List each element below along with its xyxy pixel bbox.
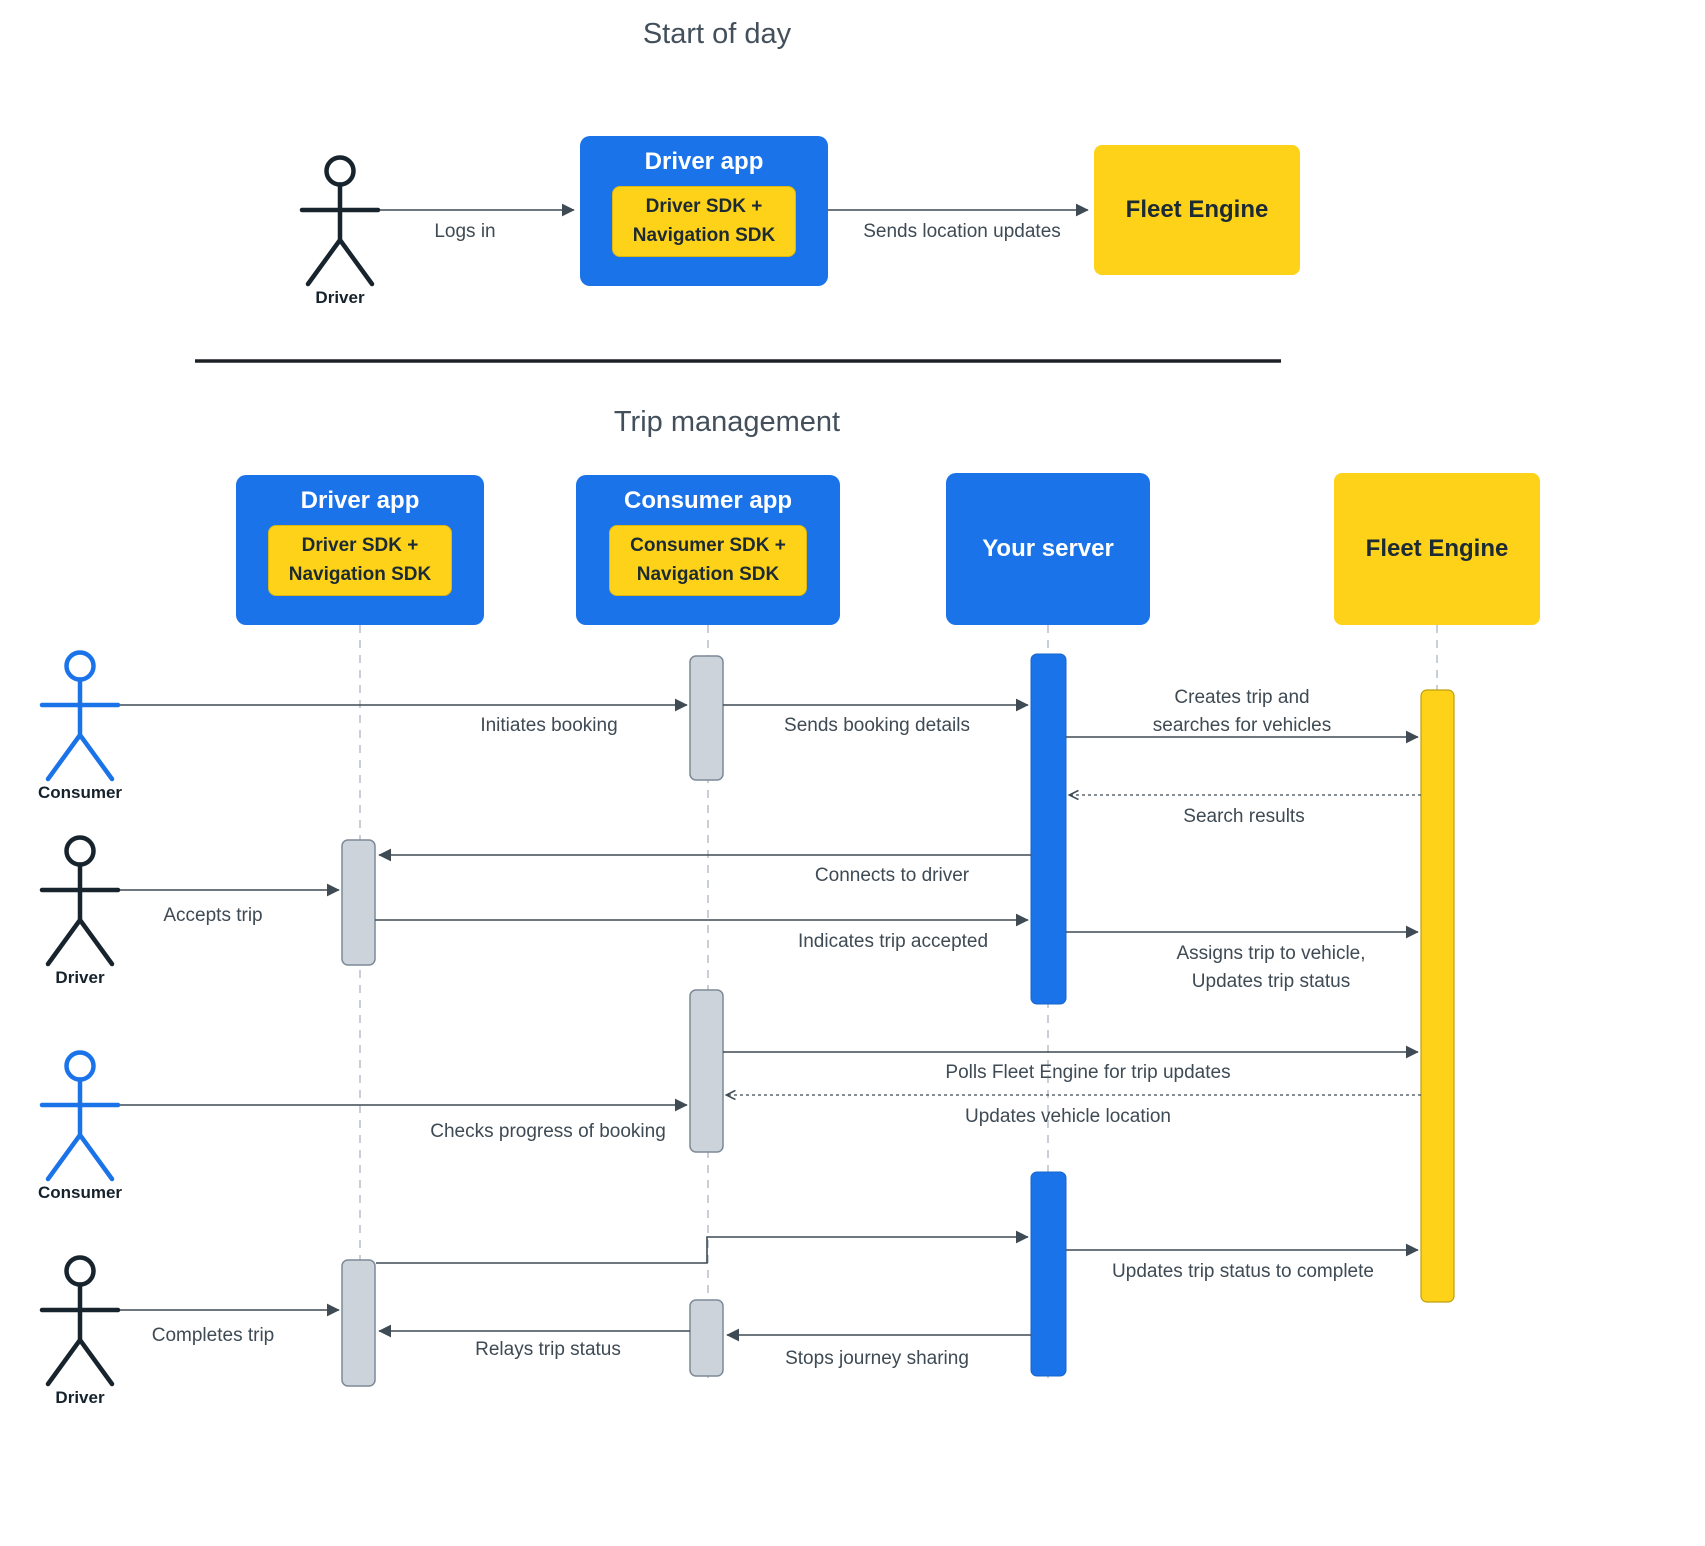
msg-assigns-trip: Assigns trip to vehicle, Updates trip st… <box>1176 943 1366 992</box>
actor-label-consumer: Consumer <box>37 1183 123 1202</box>
msg-polls-fleet-engine: Polls Fleet Engine for trip updates <box>945 1062 1231 1083</box>
actor-label-driver: Driver <box>315 288 365 307</box>
activation-consumer-app-3 <box>689 1299 724 1377</box>
consumer-sdk-box: Consumer SDK + Navigation SDK <box>609 525 807 596</box>
driver-app-lifeline-node: Driver app Driver SDK + Navigation SDK <box>236 475 484 625</box>
driver-actor-icon <box>302 158 378 285</box>
consumer-app-lifeline-node: Consumer app Consumer SDK + Navigation S… <box>576 475 840 625</box>
trip-management-title: Trip management <box>613 406 841 438</box>
activation-driver-app-2 <box>341 1259 376 1387</box>
msg-stops-journey-sharing: Stops journey sharing <box>785 1348 969 1369</box>
msg-relays-trip-status: Relays trip status <box>475 1339 621 1360</box>
driver-app-node: Driver app Driver SDK + Navigation SDK <box>580 136 828 286</box>
msg-checks-progress: Checks progress of booking <box>430 1121 666 1142</box>
msg-sends-booking-details: Sends booking details <box>784 715 970 736</box>
msg-search-results: Search results <box>1183 806 1305 827</box>
driver-sdk-box: Driver SDK + Navigation SDK <box>611 186 797 257</box>
msg-connects-to-driver: Connects to driver <box>814 865 970 886</box>
actor-label-driver: Driver <box>55 968 105 987</box>
activation-your-server-1 <box>1030 653 1067 1005</box>
actor-label-driver: Driver <box>55 1388 105 1407</box>
activation-driver-app-1 <box>341 839 376 966</box>
consumer-actor-icon <box>42 1053 118 1180</box>
driver-actor-icon <box>42 838 118 965</box>
consumer-actor-icon <box>42 653 118 780</box>
your-server-title: Your server <box>982 535 1114 562</box>
msg-logs-in: Logs in <box>434 221 496 242</box>
driver-app-title: Driver app <box>644 148 764 175</box>
msg-sends-location-updates: Sends location updates <box>863 221 1061 242</box>
msg-completes-trip: Completes trip <box>151 1325 275 1346</box>
msg-initiates-booking: Initiates booking <box>480 715 618 736</box>
activation-fleet-engine <box>1420 689 1455 1303</box>
driver-sdk-box: Driver SDK + Navigation SDK <box>267 525 453 596</box>
activation-your-server-2 <box>1030 1171 1067 1377</box>
start-of-day-title: Start of day <box>642 18 792 50</box>
msg-creates-trip: Creates trip and searches for vehicles <box>1152 687 1332 736</box>
activation-consumer-app-1 <box>689 655 724 781</box>
driver-actor-icon <box>42 1258 118 1385</box>
activation-bars <box>341 653 1455 1387</box>
fleet-engine-node: Fleet Engine <box>1094 145 1300 275</box>
activation-consumer-app-2 <box>689 989 724 1153</box>
consumer-app-title: Consumer app <box>623 487 793 514</box>
fleet-engine-lifeline-node: Fleet Engine <box>1334 473 1540 625</box>
arrow-driver-app-to-server-elbow <box>376 1230 1029 1264</box>
msg-updates-vehicle-location: Updates vehicle location <box>965 1106 1171 1127</box>
msg-accepts-trip: Accepts trip <box>163 905 263 926</box>
driver-app-title: Driver app <box>300 487 420 514</box>
msg-indicates-trip-accepted: Indicates trip accepted <box>797 931 989 952</box>
your-server-lifeline-node: Your server <box>946 473 1150 625</box>
actor-label-consumer: Consumer <box>37 783 123 802</box>
msg-updates-trip-status-complete: Updates trip status to complete <box>1112 1261 1374 1282</box>
message-arrows <box>118 203 1421 1342</box>
